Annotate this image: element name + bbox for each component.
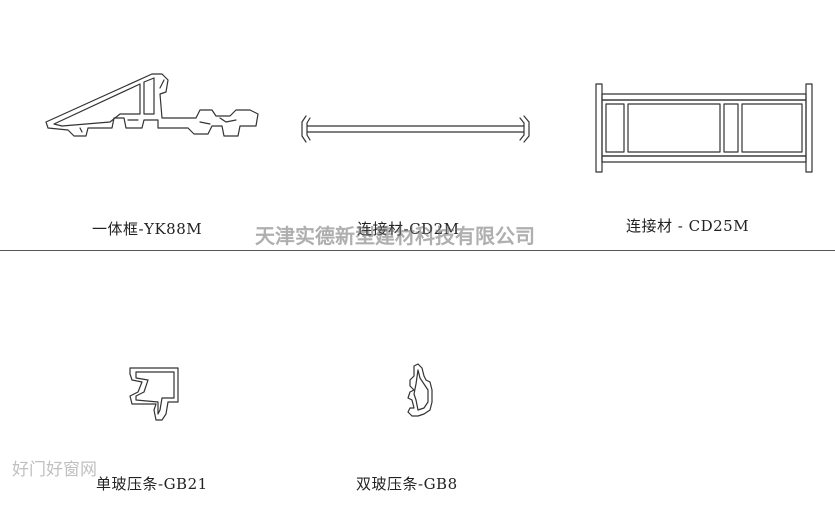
profile-drawing-gb8 xyxy=(396,362,440,422)
caption-yk88m: 一体框-YK88M xyxy=(92,220,203,238)
company-watermark: 天津实德新型建材科技有限公司 xyxy=(255,224,535,248)
gb8-outline-svg xyxy=(407,363,433,417)
profile-drawing-cd25m xyxy=(588,80,820,176)
cd2m-outline-svg xyxy=(301,115,530,143)
yk88m-outline-svg xyxy=(45,73,259,137)
gb21-outline-svg xyxy=(129,367,179,421)
caption-gb8: 双玻压条-GB8 xyxy=(356,475,458,493)
profile-drawing-cd2m xyxy=(298,112,534,148)
caption-gb21: 单玻压条-GB21 xyxy=(96,475,208,493)
caption-cd2m: 连接材-CD2M xyxy=(357,220,460,238)
section-divider xyxy=(0,250,835,251)
profile-drawing-yk88m xyxy=(40,70,270,150)
caption-cd25m: 连接材 - CD25M xyxy=(626,217,750,235)
site-watermark: 好门好窗网 xyxy=(12,460,97,480)
cd25m-outline-svg xyxy=(595,83,813,173)
profile-drawing-gb21 xyxy=(122,362,186,426)
